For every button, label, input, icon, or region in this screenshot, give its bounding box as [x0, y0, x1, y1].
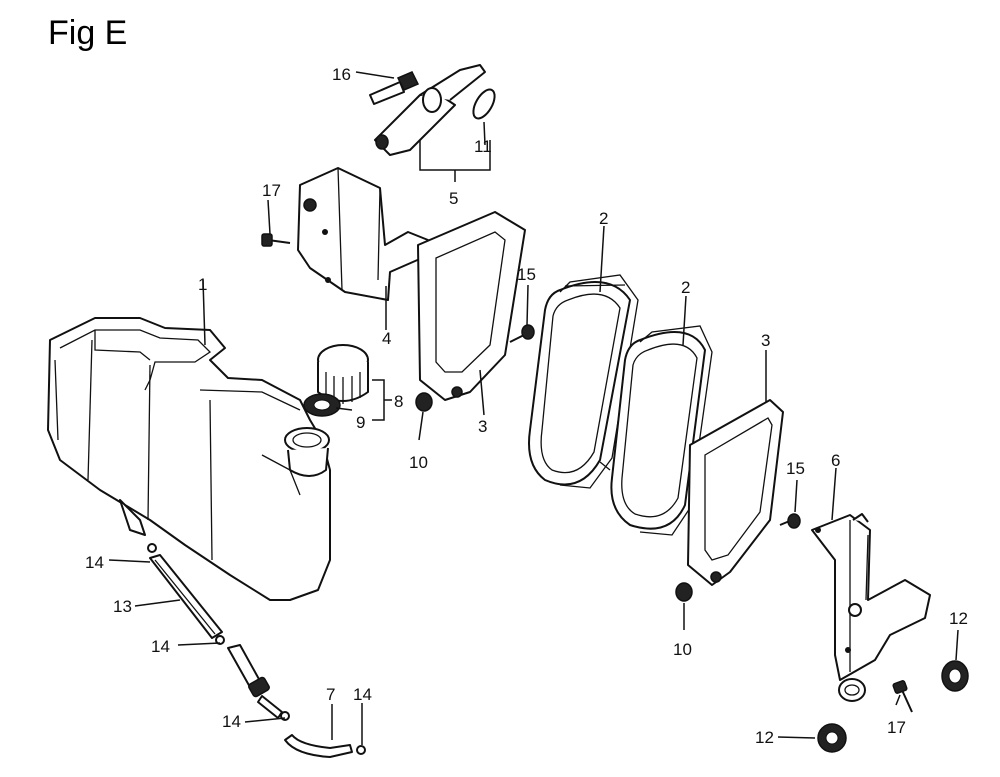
callout-14b: 14	[151, 637, 170, 656]
callout-6: 6	[831, 451, 840, 470]
nut-left	[415, 392, 433, 412]
callout-11: 11	[474, 137, 492, 156]
figure-title: Fig E	[48, 14, 128, 52]
lower-bracket	[811, 513, 931, 702]
rubber-mount-right	[941, 660, 969, 692]
callout-12a: 12	[949, 609, 968, 628]
callout-15a: 15	[517, 265, 536, 284]
leader-lines	[108, 71, 959, 745]
bolt-right	[892, 680, 913, 713]
callout-labels: 1 2 2 3 3 4 5 6 7 8 9 10 10 11 12 12 13 …	[85, 65, 968, 747]
callout-9: 9	[356, 413, 365, 432]
callout-17b: 17	[887, 718, 906, 737]
callout-16: 16	[332, 65, 351, 84]
callout-7: 7	[326, 685, 335, 704]
callout-4: 4	[382, 329, 391, 348]
callout-17a: 17	[262, 181, 281, 200]
callout-3b: 3	[761, 331, 770, 350]
gasket-frame-right	[687, 399, 784, 586]
callout-15b: 15	[786, 459, 805, 478]
upper-bracket	[369, 64, 496, 156]
callout-1: 1	[198, 275, 207, 294]
air-filter-element-1	[528, 274, 639, 489]
callout-10b: 10	[673, 640, 692, 659]
gasket-frame-left	[417, 211, 526, 401]
fuel-line	[147, 543, 366, 758]
callout-3a: 3	[478, 417, 487, 436]
callout-2b: 2	[681, 278, 690, 297]
callout-13: 13	[113, 597, 132, 616]
callout-14a: 14	[85, 553, 104, 572]
callout-10a: 10	[409, 453, 428, 472]
callout-8: 8	[394, 392, 403, 411]
callout-14c: 14	[222, 712, 241, 731]
screw-right	[779, 513, 801, 529]
screw-left	[509, 324, 535, 343]
fuel-tank	[47, 317, 331, 601]
callout-14d: 14	[353, 685, 372, 704]
nut-right	[675, 582, 693, 602]
callout-12b: 12	[755, 728, 774, 747]
side-bracket	[261, 167, 429, 301]
callout-2a: 2	[599, 209, 608, 228]
air-filter-element-2	[610, 325, 713, 536]
callout-5: 5	[449, 189, 458, 208]
rubber-mount-bottom	[817, 723, 847, 753]
fuel-cap	[303, 344, 369, 417]
